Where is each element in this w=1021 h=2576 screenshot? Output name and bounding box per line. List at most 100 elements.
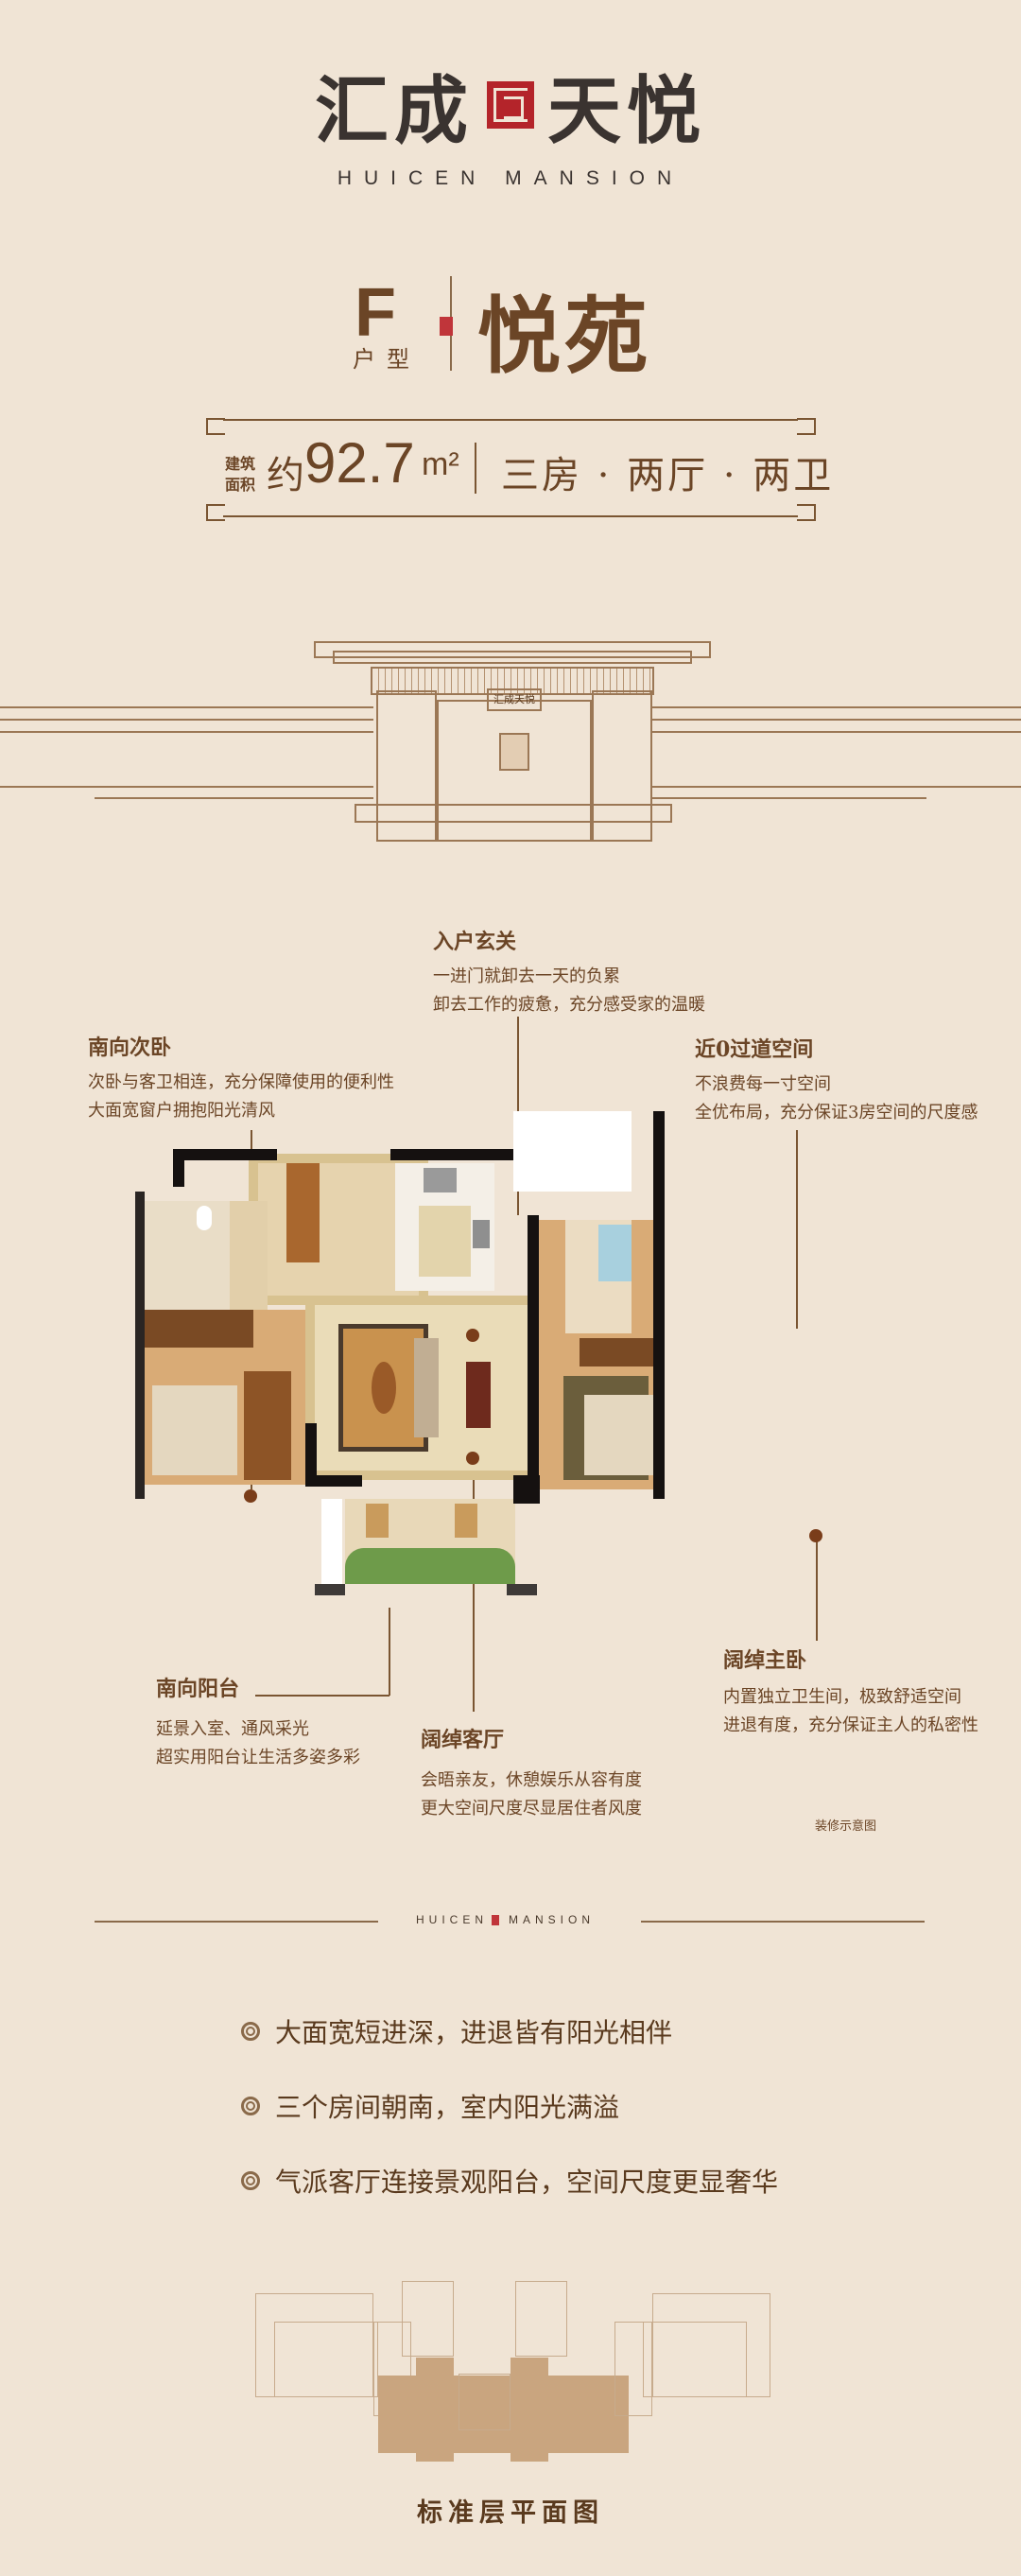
- stove-icon: [424, 1168, 457, 1192]
- callout-line: 会晤亲友，休憩娱乐从容有度: [421, 1770, 642, 1790]
- callout-line: 延景入室、通风采光: [156, 1719, 309, 1739]
- leader-line-balcony-v: [389, 1608, 390, 1696]
- unit-name: 悦苑: [477, 287, 652, 385]
- lounge-chair-icon: [366, 1504, 389, 1538]
- divider-brand: HUICEN MANSION: [416, 1913, 595, 1926]
- marker-dot-icon: [244, 1489, 257, 1503]
- rail-line: [650, 731, 1021, 733]
- callout-title: 阔绰客厅: [421, 1728, 505, 1752]
- frame-corner-tr-icon: [797, 418, 816, 435]
- plan-disclaimer: 装修示意图: [815, 1819, 877, 1834]
- wall: [315, 1584, 345, 1595]
- highlight-unit-right: [510, 2376, 629, 2453]
- frame-corner-tl-icon: [206, 418, 225, 435]
- rail-line: [650, 797, 926, 799]
- callout-line: 卸去工作的疲惫，充分感受家的温暖: [433, 995, 705, 1015]
- double-circle-bullet-icon: [241, 2171, 260, 2190]
- gate-pillar-right: [592, 690, 652, 842]
- planter-greenery: [345, 1548, 515, 1584]
- frame-top-line: [223, 419, 798, 421]
- wall: [513, 1475, 540, 1504]
- gate-emblem-icon: [499, 733, 529, 771]
- highlight-unit-left: [378, 2376, 534, 2453]
- seal-stamp-icon: [492, 1914, 500, 1925]
- bed-icon: [152, 1385, 237, 1475]
- rail-line: [650, 706, 1021, 708]
- callout-line: 进退有度，充分保证主人的私密性: [723, 1715, 978, 1735]
- leader-line-balcony-h: [255, 1695, 389, 1697]
- divider-text-right: MANSION: [509, 1913, 596, 1926]
- room-master-bedroom: [537, 1220, 655, 1489]
- callout-line: 一进门就卸去一天的负累: [433, 966, 620, 986]
- seal-stamp-icon: [487, 81, 534, 129]
- building-corridor: [459, 2374, 510, 2430]
- building-stair-core: [515, 2281, 567, 2357]
- rail-line: [650, 719, 1021, 721]
- room-balcony: [345, 1499, 515, 1584]
- callout-line: 大面宽窗户拥抱阳光清风: [88, 1101, 275, 1121]
- area-label-line2: 面积: [225, 476, 256, 494]
- gate-door: [437, 700, 592, 842]
- floor-plan: [135, 1111, 887, 1608]
- callout-line: 次卧与客卫相连，充分保障使用的便利性: [88, 1072, 394, 1092]
- carpet: [338, 1324, 428, 1452]
- rail-line: [650, 786, 1021, 788]
- callout-line: 更大空间尺度尽显居住者风度: [421, 1799, 642, 1819]
- gate-base: [355, 804, 672, 823]
- logo-english: HUICEN MANSION: [337, 167, 684, 189]
- wall: [390, 1149, 513, 1160]
- marker-dot-icon: [809, 1529, 822, 1542]
- building-unit-outline: [274, 2322, 378, 2397]
- double-circle-bullet-icon: [241, 2097, 260, 2115]
- double-circle-bullet-icon: [241, 2022, 260, 2041]
- gate-pillar-left: [376, 690, 437, 842]
- marker-dot-icon: [466, 1329, 479, 1342]
- feature-text: 三个房间朝南，室内阳光满溢: [275, 2092, 620, 2123]
- room-guest-bathroom: [145, 1201, 230, 1310]
- rail-line: [95, 797, 373, 799]
- callout-title: 入户玄关: [433, 930, 517, 954]
- wall: [305, 1475, 362, 1487]
- frame-corner-br-icon: [797, 504, 816, 521]
- toilet-icon: [197, 1206, 212, 1230]
- feature-text: 气派客厅连接景观阳台，空间尺度更显奢华: [275, 2167, 779, 2198]
- callout-line: 超实用阳台让生活多姿多彩: [156, 1748, 360, 1767]
- feature-item: 三个房间朝南，室内阳光满溢: [241, 2087, 619, 2125]
- wall: [653, 1111, 665, 1499]
- wardrobe: [145, 1310, 253, 1348]
- room-living: [305, 1296, 556, 1480]
- building-unit-outline: [614, 2322, 652, 2416]
- divider-line-left: [95, 1921, 378, 1923]
- frame-bottom-line: [223, 515, 798, 517]
- callout-line: 内置独立卫生间，极致舒适空间: [723, 1687, 961, 1707]
- wall: [528, 1215, 539, 1499]
- feature-item: 气派客厅连接景观阳台，空间尺度更显奢华: [241, 2162, 778, 2200]
- room-layout: 三房 · 两厅 · 两卫: [501, 454, 835, 497]
- room-second-bedroom: [145, 1310, 305, 1485]
- footer-title: 标准层平面图: [417, 2498, 604, 2528]
- area-separator: [475, 443, 476, 494]
- rail-line: [0, 786, 373, 788]
- sofa-icon: [414, 1338, 439, 1437]
- callout-hallway: 近0过道空间 不浪费每一寸空间 全优布局，充分保证3房空间的尺度感: [695, 1033, 978, 1127]
- divider-line-right: [641, 1921, 925, 1923]
- room-north-terrace: [513, 1111, 632, 1192]
- wardrobe: [580, 1338, 655, 1366]
- frame-corner-bl-icon: [206, 504, 225, 521]
- unit-type-label: 户型: [353, 346, 421, 373]
- area-label: 建筑 面积: [225, 454, 263, 496]
- leader-line-master: [816, 1537, 818, 1641]
- wall: [507, 1584, 537, 1595]
- wall: [173, 1149, 277, 1160]
- marker-dot-icon: [466, 1452, 479, 1465]
- lounge-chair-icon: [455, 1504, 477, 1538]
- leader-line-living: [473, 1456, 475, 1712]
- gate-roof-inner: [333, 651, 692, 664]
- callout-entrance: 入户玄关 一进门就卸去一天的负累 卸去工作的疲惫，充分感受家的温暖: [433, 925, 705, 1019]
- rug: [244, 1371, 291, 1480]
- logo-chinese: 汇成 天悦: [315, 52, 706, 158]
- logo-text-right: 天悦: [547, 68, 707, 154]
- room-vestibule: [230, 1201, 268, 1310]
- wall: [135, 1192, 145, 1499]
- wall: [173, 1149, 184, 1187]
